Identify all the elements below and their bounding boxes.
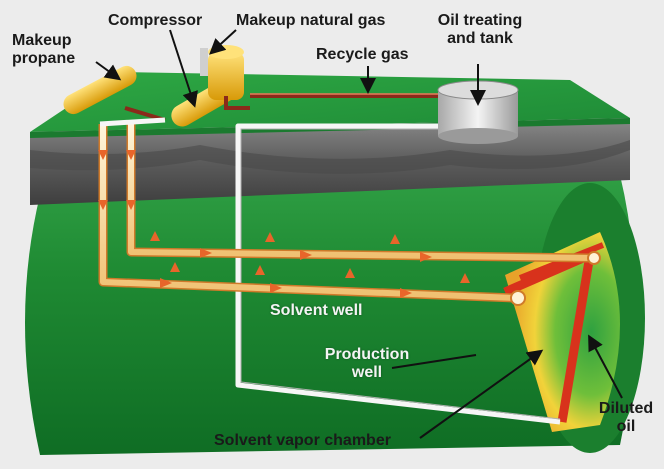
- reservoir-body: [25, 175, 635, 455]
- solvent-flow-arrows: [98, 150, 470, 298]
- label-oil-treating: Oil treating and tank: [428, 12, 532, 48]
- label-makeup-propane-line2: propane: [12, 50, 76, 67]
- label-diluted-oil-line1: Diluted: [598, 400, 654, 417]
- label-oil-treating-line2: and tank: [447, 30, 513, 47]
- label-solvent-vapor-chamber: Solvent vapor chamber: [214, 432, 391, 449]
- label-production-well: Production well: [312, 346, 422, 382]
- solvent-well-lower-pipe-fill: [100, 124, 516, 301]
- label-makeup-natural-gas: Makeup natural gas: [236, 12, 386, 29]
- label-diluted-oil: Diluted oil: [594, 400, 658, 436]
- label-oil-treating-line1: Oil treating: [437, 12, 523, 29]
- label-recycle-gas: Recycle gas: [316, 46, 409, 63]
- label-production-well-line2: well: [351, 364, 383, 381]
- label-compressor: Compressor: [108, 12, 203, 29]
- label-makeup-propane-line1: Makeup: [12, 32, 72, 49]
- solvent-well-end-lower: [510, 290, 526, 306]
- rock-layer-shading: [30, 140, 630, 174]
- label-diluted-oil-line2: oil: [616, 418, 636, 435]
- solvent-well-end-upper: [587, 251, 601, 265]
- label-solvent-well: Solvent well: [270, 302, 363, 319]
- compressor-unit: [171, 45, 250, 127]
- solvent-header-pipe: [99, 117, 166, 127]
- label-makeup-propane: Makeup propane: [12, 32, 75, 68]
- leader-lines: [95, 29, 623, 439]
- label-production-well-line1: Production: [324, 346, 410, 363]
- solvent-well-upper-pipe-fill: [128, 124, 593, 261]
